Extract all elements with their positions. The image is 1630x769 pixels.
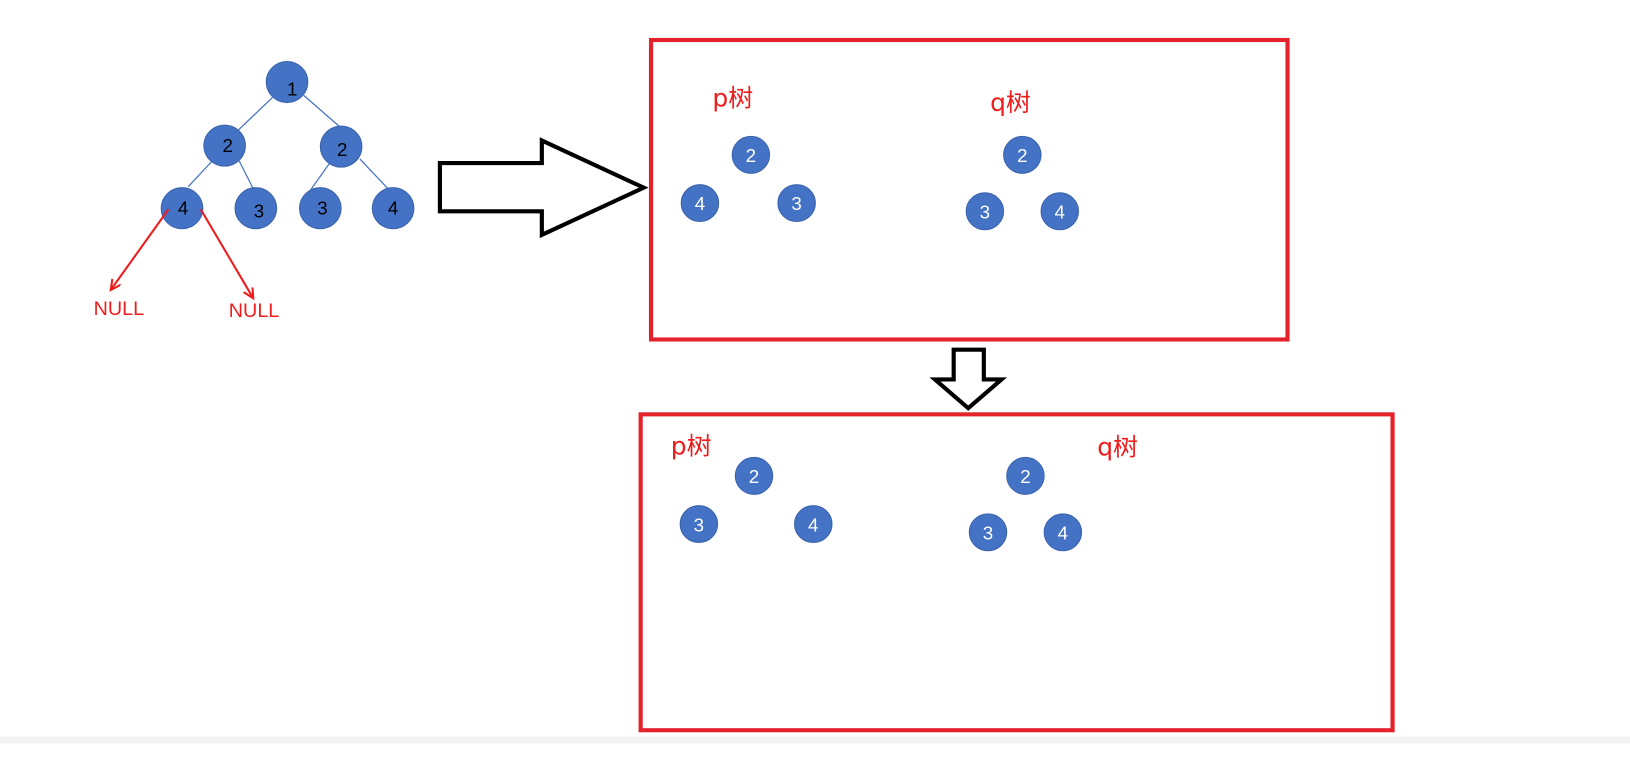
q-tree-label: q树: [1097, 433, 1138, 462]
tree-node: 4: [1040, 192, 1079, 231]
node-label: 3: [694, 514, 704, 535]
edge-right-rightchild: [359, 158, 390, 191]
node-label: 1: [287, 78, 297, 99]
node-label: 2: [1020, 466, 1030, 487]
tree-node-right-right-4: 4: [371, 187, 415, 230]
bottom-q-tree: q树 2 3 4: [968, 433, 1138, 552]
edge-root-right: [303, 94, 340, 127]
tree-node: 2: [734, 456, 774, 495]
top-p-tree: p树 2 4 3: [680, 84, 816, 223]
node-label: 2: [749, 466, 759, 487]
node-label: 2: [1017, 145, 1027, 166]
tree-node: 3: [965, 192, 1005, 231]
node-label: 3: [983, 523, 993, 544]
q-tree-label: q树: [990, 88, 1031, 117]
top-comparison-box: [648, 37, 1290, 342]
tree-node-left-left-4: 4: [160, 187, 204, 230]
edge-left-rightchild: [238, 160, 255, 191]
tree-node: 2: [1006, 456, 1045, 495]
main-tree: 1 2 2 4 3 3 4 NULL NULL: [94, 61, 415, 322]
tree-node-right-2: 2: [319, 125, 363, 168]
top-q-tree: q树 2 3 4: [965, 88, 1079, 231]
node-label: 2: [223, 135, 233, 156]
tree-node: 2: [1003, 135, 1042, 174]
node-label: 4: [695, 193, 705, 214]
tree-node-left-2: 2: [203, 124, 246, 167]
edge-right-leftchild: [307, 162, 331, 195]
node-label: 3: [254, 201, 264, 222]
node-label: 4: [808, 514, 818, 535]
null-label-right: NULL: [229, 300, 280, 322]
node-label: 4: [1058, 523, 1068, 544]
bottom-strip: [0, 736, 1630, 744]
node-label: 2: [746, 145, 756, 166]
null-arrow-left: [111, 208, 170, 289]
node-label: 3: [980, 202, 990, 223]
tree-node: 4: [1043, 513, 1083, 552]
tree-node: 3: [777, 184, 816, 223]
tree-node-right-left-3: 3: [298, 187, 342, 230]
node-label: 4: [388, 197, 398, 218]
tree-node: 2: [731, 135, 771, 174]
down-block-arrow: [929, 347, 1008, 411]
edge-root-left: [237, 96, 273, 131]
tree-node: 4: [680, 184, 720, 223]
node-label: 4: [1055, 202, 1065, 223]
tree-node-root: 1: [265, 61, 309, 104]
bottom-p-tree: p树 2 3 4: [671, 432, 833, 544]
right-block-arrow: [437, 137, 649, 239]
null-arrow-right: [199, 208, 253, 297]
bottom-comparison-box: [638, 412, 1395, 733]
p-tree-label: p树: [712, 84, 753, 113]
tree-node-left-right-3: 3: [234, 187, 278, 230]
null-label-left: NULL: [94, 298, 145, 320]
tree-node: 3: [968, 513, 1008, 552]
node-label: 2: [337, 139, 347, 160]
tree-node: 3: [679, 505, 719, 544]
main-tree-edges: [187, 94, 390, 195]
node-label: 4: [178, 197, 188, 218]
edge-left-leftchild: [187, 160, 213, 188]
node-label: 3: [791, 193, 801, 214]
p-tree-label: p树: [671, 432, 712, 461]
tree-node: 4: [794, 505, 833, 544]
node-label: 3: [317, 197, 327, 218]
